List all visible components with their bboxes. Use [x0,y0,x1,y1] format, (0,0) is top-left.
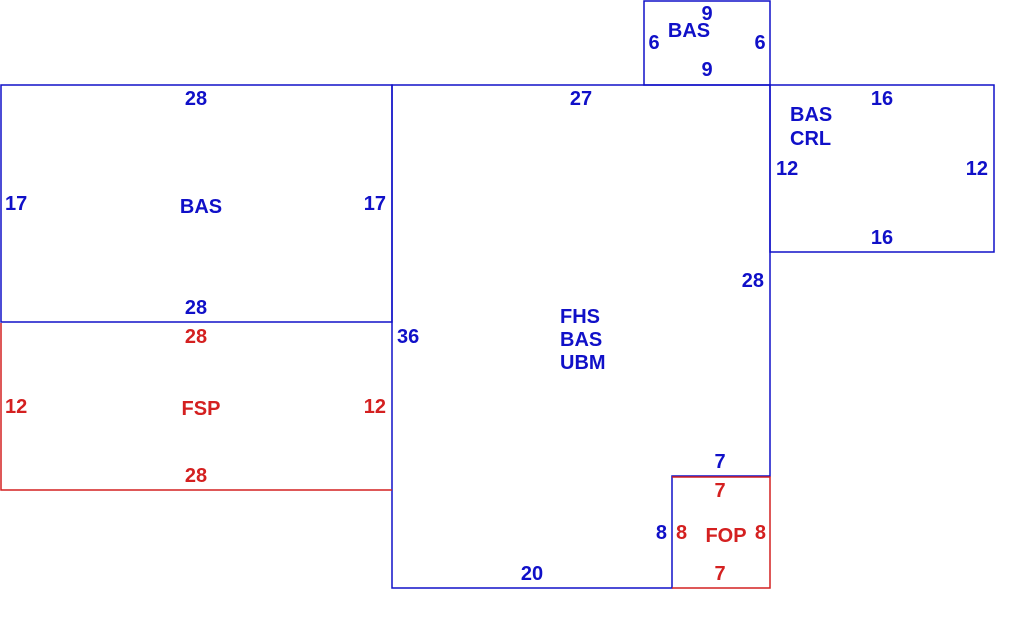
main-label-line-3: UBM [560,352,606,374]
bas-left-top-dim: 28 [185,88,207,110]
main-left-dim: 36 [397,326,419,348]
bas-crl-bottom-dim: 16 [871,227,893,249]
main-label-line-1: FHS [560,306,600,328]
fsp-left-dim: 12 [5,396,27,418]
bas-top-label: BAS [668,20,710,42]
bas-top-top-dim: 9 [701,3,712,25]
main-right-dim: 28 [742,270,764,292]
bas-top-right-dim: 6 [754,32,765,54]
fop-right-dim: 8 [755,522,766,544]
bas-left-right-dim: 17 [364,193,386,215]
bas-crl-right-dim: 12 [966,158,988,180]
main-notch-side-dim: 8 [656,522,667,544]
fsp-bottom-dim: 28 [185,465,207,487]
fsp-top-dim: 28 [185,326,207,348]
bas-crl-left-dim: 12 [776,158,798,180]
main-top-dim: 27 [570,88,592,110]
fop-left-dim: 8 [676,522,687,544]
bas-top-left-dim: 6 [648,32,659,54]
bas-top-outline [643,0,771,86]
fsp-outline [0,323,392,491]
fop-bottom-dim: 7 [714,563,725,585]
bas-left-left-dim: 17 [5,193,27,215]
blue-labels: 28 17 BAS 17 28 27 36 28 FHS BAS UBM 7 8… [5,3,988,585]
bas-left-bottom-dim: 28 [185,297,207,319]
blue-outlines [0,0,995,589]
main-bottom-dim: 20 [521,563,543,585]
fop-label: FOP [705,525,746,547]
fop-top-dim: 7 [714,480,725,502]
fsp-right-dim: 12 [364,396,386,418]
bas-crl-outline [769,84,995,253]
bas-left-label: BAS [180,196,222,218]
red-outlines [0,323,771,589]
main-notch-top-dim: 7 [714,451,725,473]
red-labels: 28 12 FSP 12 28 7 8 FOP 8 7 [5,326,766,585]
bas-top-bottom-dim: 9 [701,59,712,81]
bas-crl-label-line-2: CRL [790,128,831,150]
main-label-line-2: BAS [560,329,602,351]
fsp-label: FSP [182,398,221,420]
bas-crl-top-dim: 16 [871,88,893,110]
fop-outline [672,476,771,589]
bas-crl-label-line-1: BAS [790,104,832,126]
